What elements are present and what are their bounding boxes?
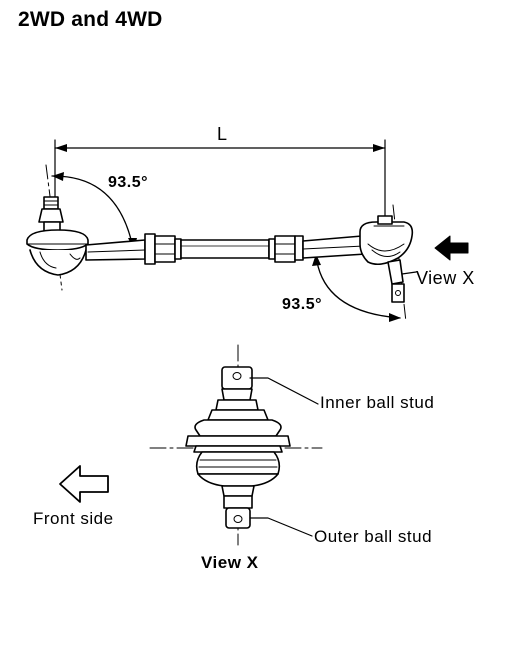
tie-rod-shaft — [85, 233, 367, 265]
view-x-arrow-icon — [434, 235, 469, 261]
dimension-l-label: L — [217, 124, 228, 144]
left-tie-rod-end — [26, 196, 89, 276]
right-tie-rod-end — [359, 215, 414, 303]
view-x-label: View X — [416, 268, 475, 288]
angle-left-label: 93.5° — [108, 174, 149, 191]
angle-arc-right — [312, 254, 401, 322]
view-x-caption: View X — [201, 553, 259, 572]
inner-ball-stud-label: Inner ball stud — [320, 393, 435, 412]
outer-ball-stud-label: Outer ball stud — [314, 527, 433, 546]
page-title: 2WD and 4WD — [18, 8, 163, 31]
outer-ball-stud-leader — [249, 517, 313, 537]
view-x-leader — [401, 271, 417, 275]
angle-right-label: 93.5° — [282, 296, 323, 313]
ball-joint-detail — [185, 366, 291, 529]
front-side-arrow-icon — [59, 465, 109, 503]
front-side-label: Front side — [33, 509, 114, 528]
inner-ball-stud-leader — [249, 377, 319, 405]
